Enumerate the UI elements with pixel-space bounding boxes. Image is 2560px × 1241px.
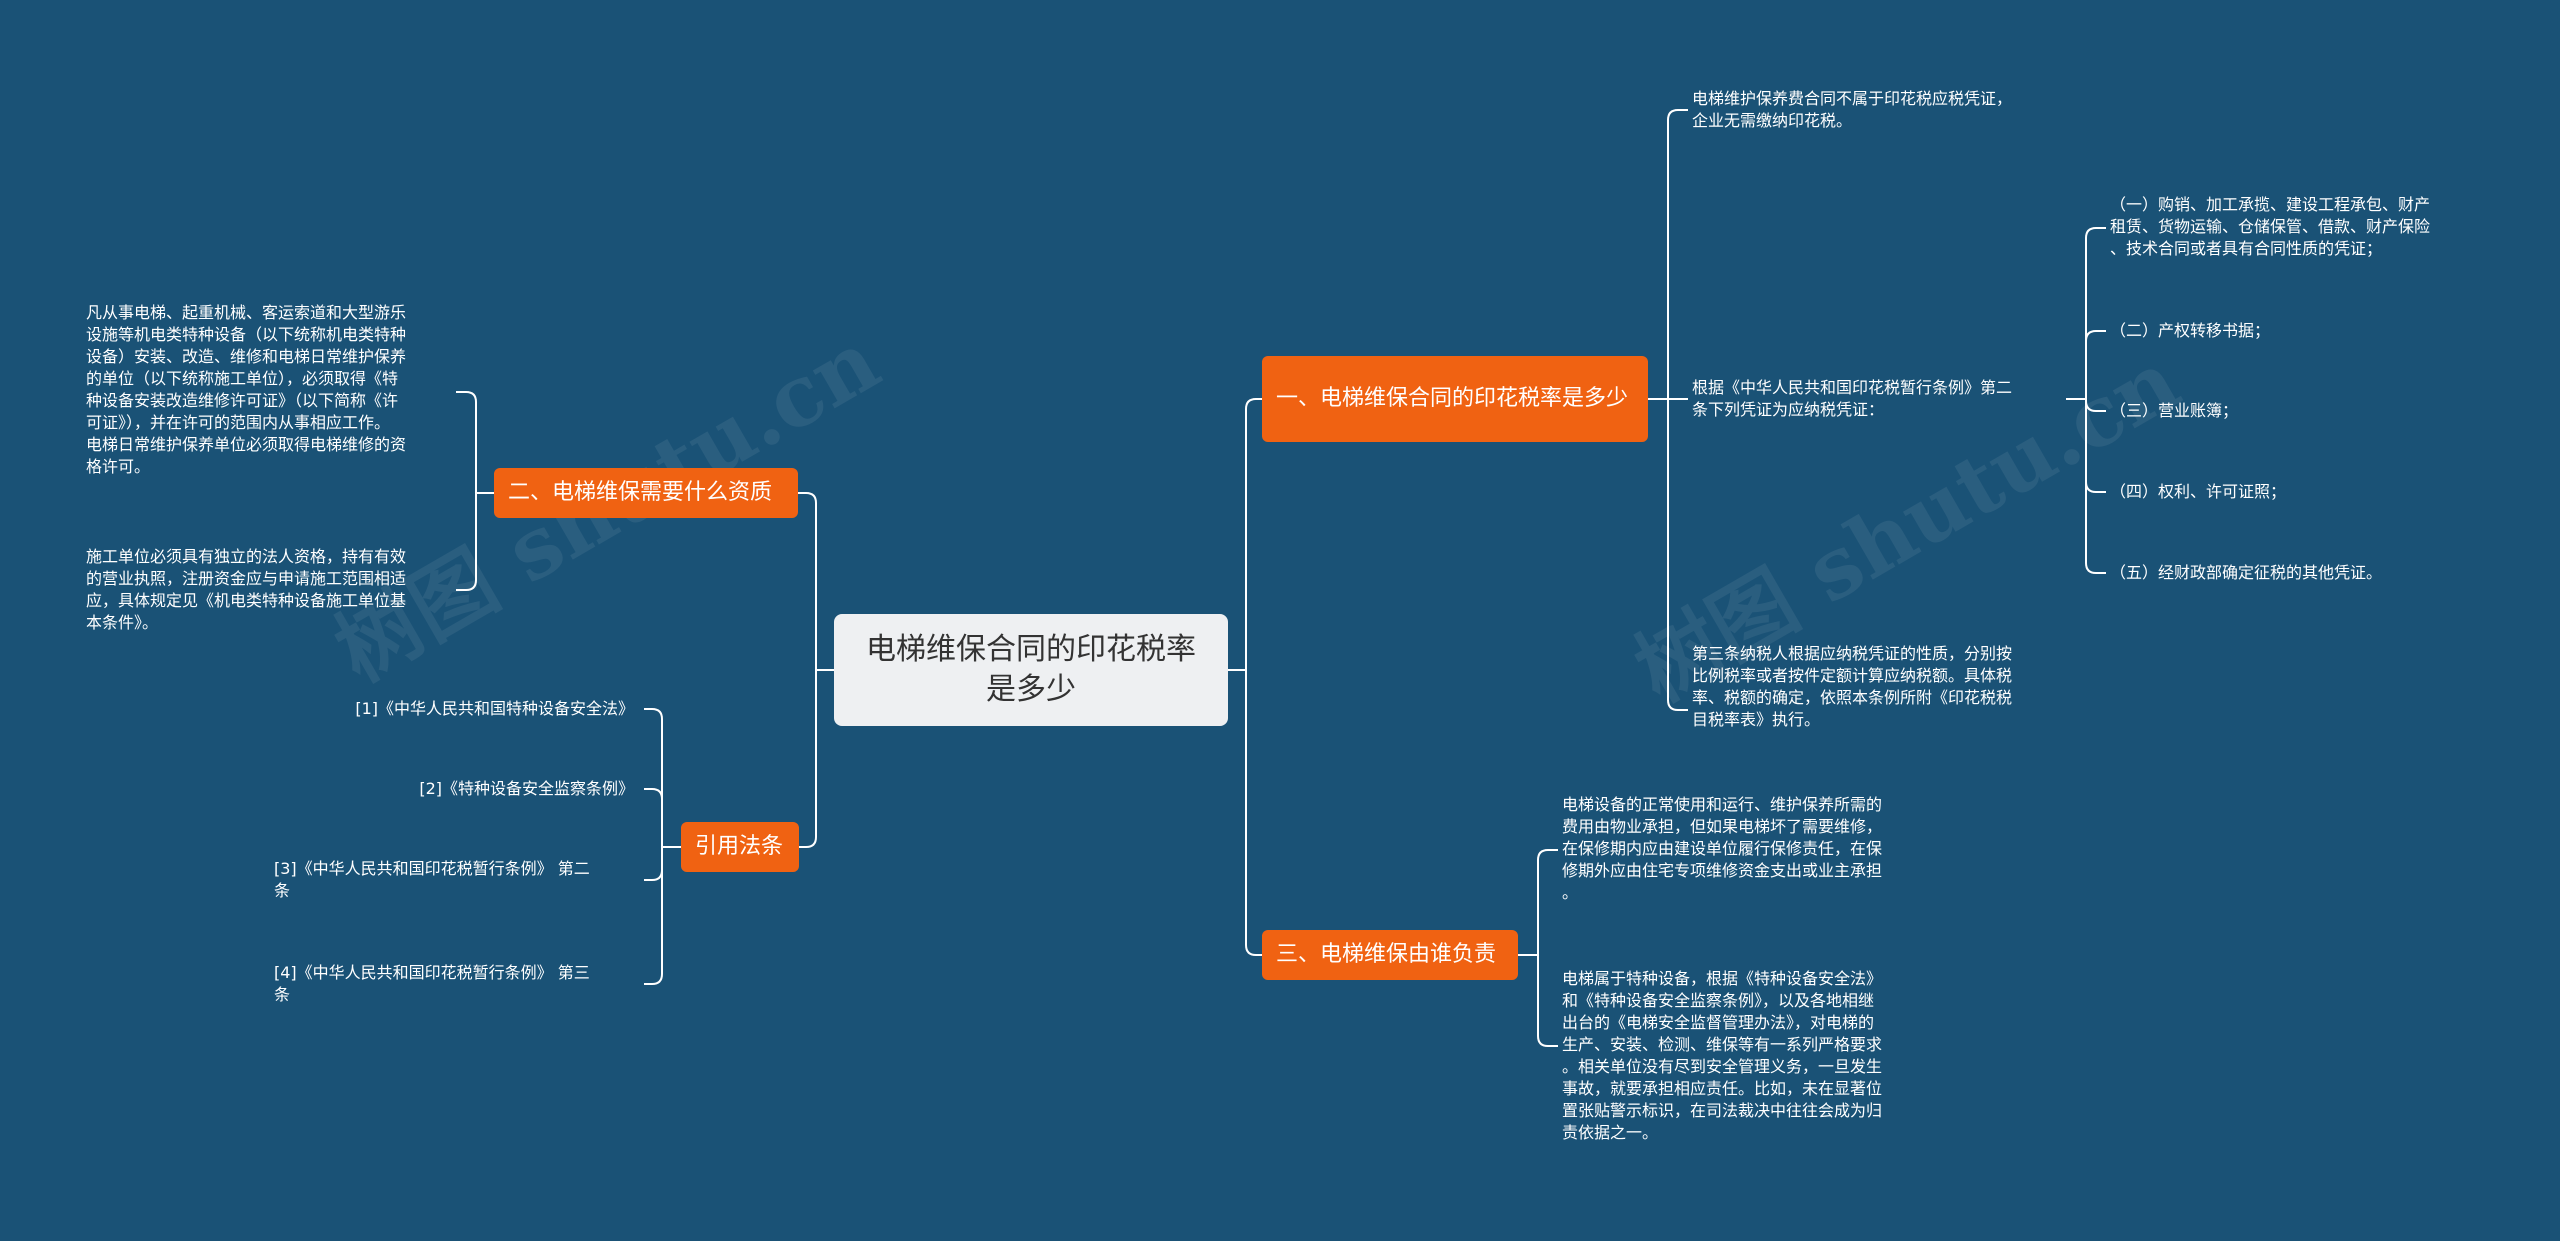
link-b1-2 — [1648, 398, 1688, 711]
branch-label: 二、电梯维保需要什么资质 — [508, 480, 773, 505]
root-node[interactable]: 电梯维保合同的印花税率是多少 — [834, 614, 1228, 726]
link-b4-0 — [644, 708, 681, 848]
link-b4-3 — [644, 846, 681, 985]
branch-label: 三、电梯维保由谁负责 — [1276, 942, 1497, 967]
link-b1-sub-4 — [2066, 398, 2106, 574]
root-label: 电梯维保合同的印花税率是多少 — [866, 632, 1196, 707]
link-root-left-1 — [799, 669, 834, 848]
link-b2-0 — [456, 391, 494, 494]
leaf-voucher-4: （四）权利、许可证照； — [2110, 482, 2287, 501]
link-b3-1 — [1518, 954, 1558, 1047]
link-root-right-0 — [1228, 398, 1262, 671]
branch-responsibility[interactable]: 三、电梯维保由谁负责 — [1262, 930, 1518, 980]
leaf-not-taxable: 电梯维护保养费合同不属于印花税应税凭证， 企业无需缴纳印花税。 — [1692, 89, 2013, 130]
leaf-voucher-2: （二）产权转移书据； — [2110, 321, 2271, 340]
leaf-regulation-article-2: 根据《中华人民共和国印花税暂行条例》第二 条下列凭证为应纳税凭证： — [1692, 378, 2013, 419]
leaf-voucher-1: （一）购销、加工承揽、建设工程承包、财产 租赁、货物运输、仓储保管、借款、财产保… — [2110, 195, 2431, 258]
link-b1-sub-1 — [2066, 330, 2106, 400]
branch-label: 一、电梯维保合同的印花税率是多少 — [1276, 386, 1629, 411]
leaf-regulation-article-3: 第三条纳税人根据应纳税凭证的性质，分别按 比例税率或者按件定额计算应纳税额。具体… — [1692, 644, 2013, 729]
leaf-citation-3: [3]《中华人民共和国印花税暂行条例》 第二 条 — [274, 859, 590, 900]
leaf-maintenance-cost: 电梯设备的正常使用和运行、维护保养所需的 费用由物业承担，但如果电梯坏了需要维修… — [1562, 795, 1883, 902]
leaf-voucher-5: （五）经财政部确定征税的其他凭证。 — [2110, 563, 2383, 582]
branch-stamp-duty-rate[interactable]: 一、电梯维保合同的印花税率是多少 — [1262, 356, 1648, 442]
branch-label: 引用法条 — [695, 834, 784, 859]
link-b3-0 — [1518, 849, 1558, 956]
link-b2-1 — [456, 492, 494, 591]
leaf-legal-entity-requirement: 施工单位必须具有独立的法人资格，持有有效 的营业执照，注册资金应与申请施工范围相… — [86, 547, 407, 632]
leaf-citation-1: [1]《中华人民共和国特种设备安全法》 — [355, 699, 634, 718]
link-b1-sub-0 — [2066, 227, 2106, 400]
leaf-license-requirement: 凡从事电梯、起重机械、客运索道和大型游乐 设施等机电类特种设备（以下统称机电类特… — [86, 303, 407, 476]
link-b4-1 — [644, 788, 681, 848]
link-b1-0 — [1648, 109, 1688, 400]
link-root-left-0 — [798, 492, 834, 671]
leaf-voucher-3: （三）营业账簿； — [2110, 401, 2239, 420]
branch-qualification[interactable]: 二、电梯维保需要什么资质 — [494, 468, 798, 518]
link-root-right-1 — [1228, 669, 1262, 956]
branch-cited-laws[interactable]: 引用法条 — [681, 822, 799, 872]
leaf-citation-4: [4]《中华人民共和国印花税暂行条例》 第三 条 — [274, 963, 590, 1004]
leaf-special-equipment: 电梯属于特种设备，根据《特种设备安全法》 和《特种设备安全监察条例》，以及各地相… — [1562, 969, 1883, 1142]
leaf-citation-2: [2]《特种设备安全监察条例》 — [419, 779, 634, 798]
